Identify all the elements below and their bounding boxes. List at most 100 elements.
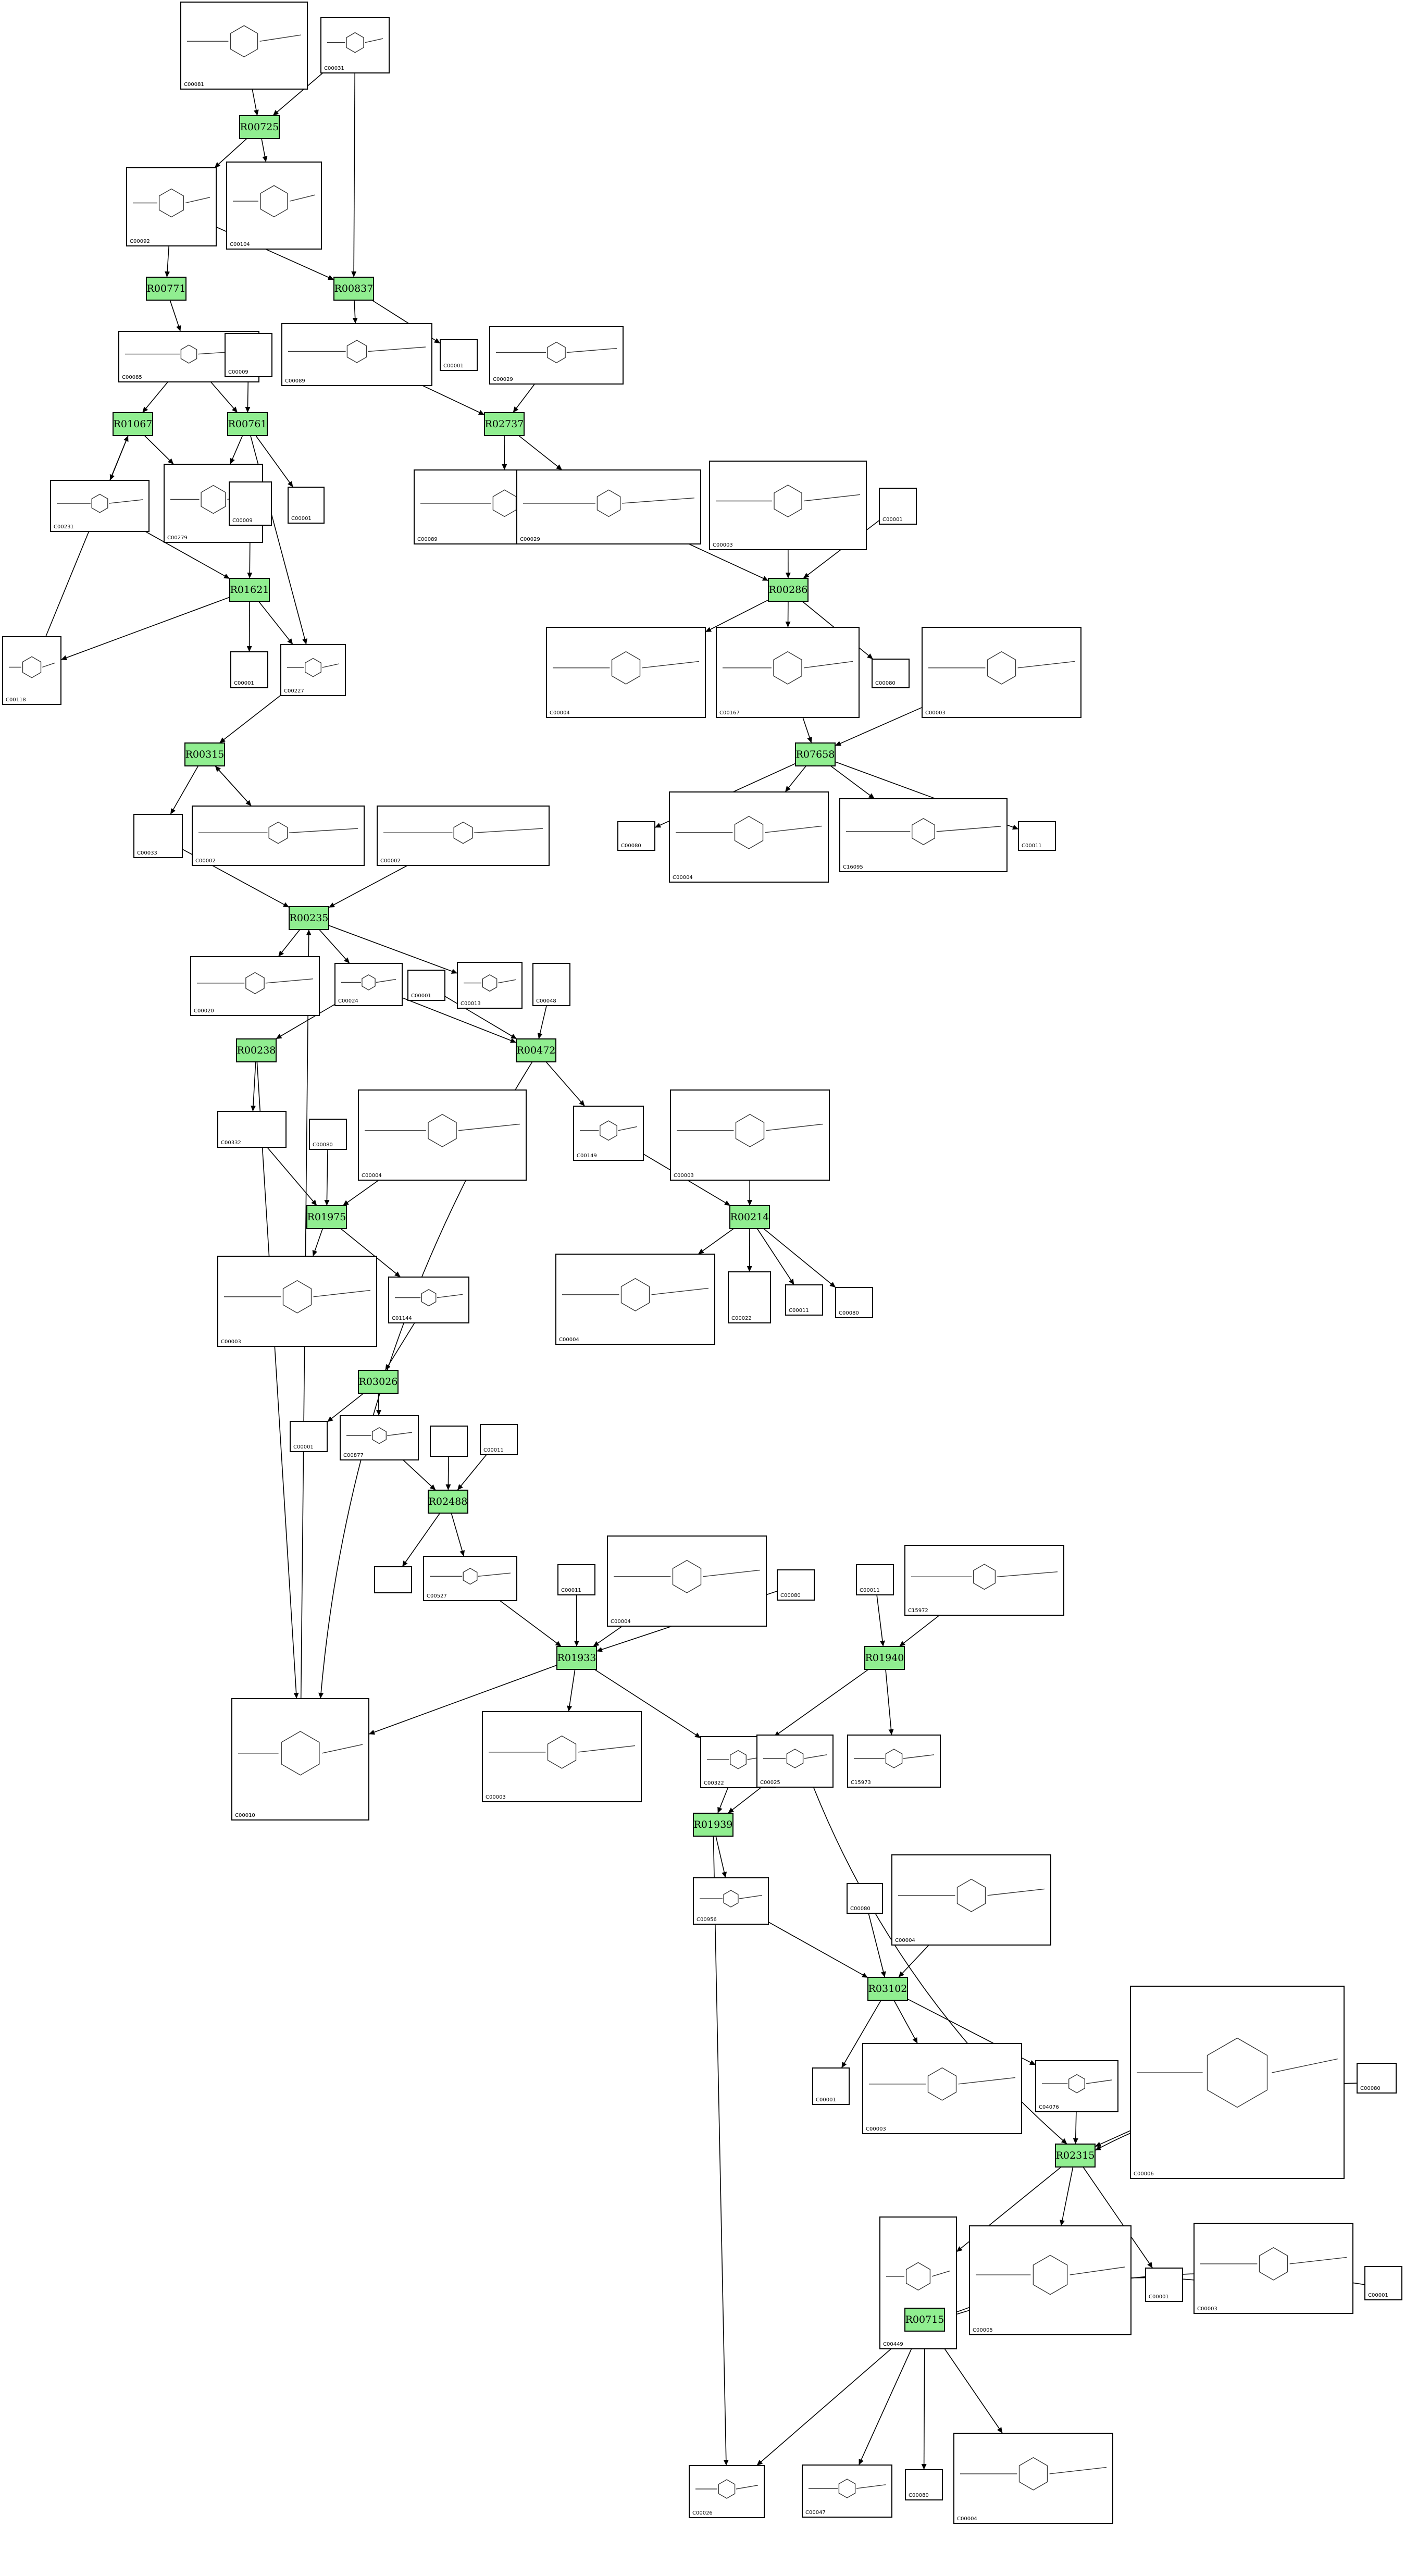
- reaction-r00761-node[interactable]: R00761: [227, 412, 268, 436]
- reaction-r01975-node[interactable]: R01975: [306, 1205, 347, 1229]
- compound-c00003-box[interactable]: C00003: [217, 1256, 377, 1347]
- compound-c00001-box[interactable]: C00001: [230, 651, 268, 688]
- compound-c00004-box[interactable]: C00004: [546, 627, 706, 718]
- compound-c00004-box[interactable]: C00004: [891, 1854, 1051, 1946]
- reaction-r03102-node[interactable]: R03102: [867, 1977, 908, 2001]
- compound-c00231-box[interactable]: C00231: [50, 480, 150, 532]
- compound-c00877-box[interactable]: C00877: [340, 1415, 419, 1460]
- reaction-r00771-node[interactable]: R00771: [146, 277, 186, 301]
- compound-c00527-box[interactable]: C00527: [423, 1556, 517, 1601]
- compound-c00011-box[interactable]: C00011: [557, 1564, 595, 1595]
- compound-c00080-box[interactable]: C00080: [905, 2469, 943, 2500]
- compound-c00001-box[interactable]: C00001: [290, 1421, 328, 1452]
- compound-c00003-box[interactable]: C00003: [670, 1089, 830, 1181]
- compound-c00080-box[interactable]: C00080: [617, 821, 655, 851]
- compound-c00001-box[interactable]: C00001: [812, 2067, 850, 2105]
- compound-c00001-box[interactable]: C00001: [879, 488, 917, 525]
- compound-c00081-box[interactable]: C00081: [180, 2, 308, 90]
- compound-c00002-box[interactable]: C00002: [377, 806, 550, 866]
- compound-c00004-box[interactable]: C00004: [555, 1254, 715, 1345]
- compound-c00080-box[interactable]: C00080: [835, 1287, 873, 1318]
- compound-c15973-box[interactable]: C15973: [847, 1735, 941, 1788]
- compound-id-label: C00001: [411, 993, 431, 999]
- compound-c00227-box[interactable]: C00227: [280, 644, 346, 696]
- reaction-r02488-node[interactable]: R02488: [428, 1490, 468, 1514]
- compound-c00092-box[interactable]: C00092: [126, 167, 217, 246]
- compound-c00956-box[interactable]: C00956: [693, 1877, 769, 1925]
- compound-c00011-box[interactable]: C00011: [785, 1284, 823, 1316]
- compound-c00005-box[interactable]: C00005: [969, 2225, 1132, 2335]
- compound-c00080-box[interactable]: C00080: [777, 1569, 815, 1601]
- reaction-r00715-node[interactable]: R00715: [904, 2308, 945, 2332]
- compound-c00003-box[interactable]: C00003: [862, 2043, 1022, 2134]
- compound-c00004-box[interactable]: C00004: [358, 1089, 527, 1181]
- compound-c00080-box[interactable]: C00080: [309, 1119, 347, 1150]
- compound-c00031-box[interactable]: C00031: [320, 17, 390, 73]
- compound-c15972-box[interactable]: C15972: [904, 1545, 1064, 1616]
- compound-c00033-box[interactable]: C00033: [133, 814, 183, 858]
- compound-c00001-box[interactable]: C00001: [440, 339, 478, 371]
- reaction-r01940-node[interactable]: R01940: [864, 1646, 905, 1670]
- reaction-r00837-node[interactable]: R00837: [333, 277, 374, 301]
- compound-c00104-box[interactable]: C00104: [226, 162, 322, 250]
- compound-c00026-box[interactable]: C00026: [689, 2465, 765, 2518]
- reaction-r00315-node[interactable]: R00315: [184, 742, 225, 766]
- compound-blank-box[interactable]: [430, 1426, 468, 1457]
- compound-c00022-box[interactable]: C00022: [728, 1271, 771, 1323]
- reaction-r02737-node[interactable]: R02737: [484, 412, 525, 436]
- compound-c00009-box[interactable]: C00009: [229, 481, 272, 526]
- reaction-r07658-node[interactable]: R07658: [795, 742, 836, 766]
- compound-c00029-box[interactable]: C00029: [516, 469, 701, 544]
- compound-c00011-box[interactable]: C00011: [1018, 821, 1056, 851]
- reaction-r00725-node[interactable]: R00725: [239, 115, 280, 139]
- reaction-r00214-node[interactable]: R00214: [729, 1205, 770, 1229]
- compound-c00118-box[interactable]: C00118: [2, 636, 61, 705]
- reaction-r00472-node[interactable]: R00472: [516, 1038, 556, 1062]
- reaction-r01067-node[interactable]: R01067: [113, 412, 153, 436]
- compound-c00010-box[interactable]: C00010: [231, 1698, 369, 1820]
- compound-c00001-box[interactable]: C00001: [1364, 2266, 1402, 2300]
- compound-id-label: C00029: [520, 537, 540, 542]
- compound-c00011-box[interactable]: C00011: [856, 1564, 894, 1595]
- compound-blank-box[interactable]: [374, 1566, 412, 1593]
- reaction-r00286-node[interactable]: R00286: [768, 578, 809, 602]
- reaction-r03026-node[interactable]: R03026: [358, 1370, 399, 1394]
- compound-c00001-box[interactable]: C00001: [407, 970, 445, 1001]
- compound-c00004-box[interactable]: C00004: [669, 791, 829, 883]
- compound-c00089-box[interactable]: C00089: [281, 323, 432, 386]
- compound-c00025-box[interactable]: C00025: [756, 1735, 834, 1788]
- compound-c00047-box[interactable]: C00047: [802, 2464, 892, 2518]
- reaction-r01933-node[interactable]: R01933: [556, 1646, 597, 1670]
- compound-c00002-box[interactable]: C00002: [192, 806, 365, 866]
- compound-c00029-box[interactable]: C00029: [489, 326, 624, 385]
- compound-c00009-box[interactable]: C00009: [225, 333, 272, 377]
- compound-c00020-box[interactable]: C00020: [190, 956, 320, 1016]
- compound-c00003-box[interactable]: C00003: [482, 1711, 642, 1802]
- reaction-r01939-node[interactable]: R01939: [693, 1813, 733, 1837]
- compound-c00149-box[interactable]: C00149: [573, 1106, 644, 1161]
- compound-c00332-box[interactable]: C00332: [217, 1111, 287, 1148]
- compound-c00080-box[interactable]: C00080: [1357, 2063, 1397, 2094]
- reaction-r01621-node[interactable]: R01621: [229, 578, 270, 602]
- reaction-r02315-node[interactable]: R02315: [1055, 2144, 1096, 2168]
- compound-c00003-box[interactable]: C00003: [1193, 2223, 1353, 2314]
- compound-c04076-box[interactable]: C04076: [1035, 2060, 1118, 2112]
- compound-c00011-box[interactable]: C00011: [480, 1424, 518, 1455]
- compound-c00013-box[interactable]: C00013: [457, 962, 523, 1009]
- compound-c00003-box[interactable]: C00003: [922, 627, 1081, 718]
- compound-c00001-box[interactable]: C00001: [1145, 2268, 1183, 2302]
- compound-c00004-box[interactable]: C00004: [953, 2433, 1113, 2524]
- reaction-r00238-node[interactable]: R00238: [236, 1038, 277, 1062]
- compound-c00024-box[interactable]: C00024: [334, 963, 403, 1006]
- compound-c16095-box[interactable]: C16095: [839, 798, 1008, 872]
- compound-c00048-box[interactable]: C00048: [532, 963, 570, 1006]
- compound-c00006-box[interactable]: C00006: [1130, 1986, 1345, 2179]
- compound-c00003-box[interactable]: C00003: [709, 461, 867, 550]
- reaction-r00235-node[interactable]: R00235: [289, 906, 329, 930]
- compound-c00001-box[interactable]: C00001: [288, 487, 325, 524]
- compound-c00167-box[interactable]: C00167: [716, 627, 860, 718]
- compound-c00004-box[interactable]: C00004: [607, 1535, 767, 1627]
- compound-c00080-box[interactable]: C00080: [847, 1883, 883, 1914]
- compound-c00080-box[interactable]: C00080: [872, 659, 910, 688]
- compound-c01144-box[interactable]: C01144: [388, 1277, 469, 1323]
